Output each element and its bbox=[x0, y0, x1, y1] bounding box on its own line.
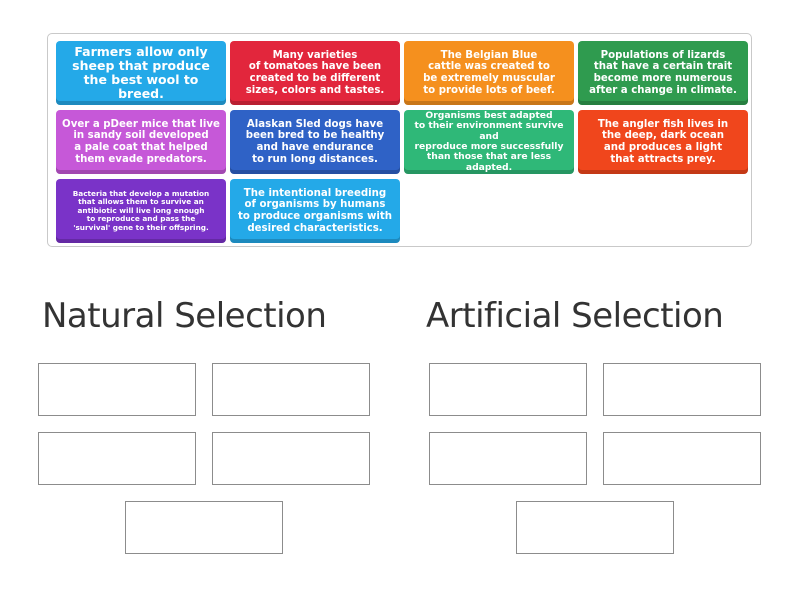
card-text: The angler fish lives in the deep, dark … bbox=[597, 118, 729, 165]
card-sled-dogs[interactable]: Alaskan Sled dogs have been bred to be h… bbox=[230, 110, 400, 174]
artificial-drop-slot[interactable] bbox=[429, 363, 587, 416]
natural-drop-slot[interactable] bbox=[38, 432, 196, 485]
artificial-drop-slot[interactable] bbox=[603, 363, 761, 416]
card-bank: Farmers allow only sheep that produce th… bbox=[47, 33, 752, 247]
card-angler-fish[interactable]: The angler fish lives in the deep, dark … bbox=[578, 110, 748, 174]
card-bacteria-mutation[interactable]: Bacteria that develop a mutation that al… bbox=[56, 179, 226, 243]
natural-drop-slot[interactable] bbox=[212, 432, 370, 485]
card-text: The Belgian Blue cattle was created to b… bbox=[423, 49, 555, 96]
card-text: Farmers allow only sheep that produce th… bbox=[72, 44, 210, 101]
card-text: Organisms best adapted to their environm… bbox=[414, 110, 564, 173]
artificial-drop-slot[interactable] bbox=[516, 501, 674, 554]
card-text: Populations of lizards that have a certa… bbox=[589, 49, 737, 96]
card-lizard-populations[interactable]: Populations of lizards that have a certa… bbox=[578, 41, 748, 105]
card-natural-selection-definition[interactable]: Organisms best adapted to their environm… bbox=[404, 110, 574, 174]
card-text: Many varieties of tomatoes have been cre… bbox=[245, 49, 385, 96]
natural-selection-title: Natural Selection bbox=[42, 296, 327, 336]
card-text: Alaskan Sled dogs have been bred to be h… bbox=[245, 118, 385, 165]
card-text: Bacteria that develop a mutation that al… bbox=[72, 189, 210, 232]
artificial-drop-slot[interactable] bbox=[429, 432, 587, 485]
natural-drop-slot[interactable] bbox=[212, 363, 370, 416]
card-belgian-blue-cattle[interactable]: The Belgian Blue cattle was created to b… bbox=[404, 41, 574, 105]
artificial-selection-title: Artificial Selection bbox=[426, 296, 724, 336]
card-text: Over a pDeer mice that live in sandy soi… bbox=[62, 118, 220, 165]
natural-drop-slot[interactable] bbox=[38, 363, 196, 416]
card-text: The intentional breeding of organisms by… bbox=[237, 187, 393, 234]
card-artificial-selection-definition[interactable]: The intentional breeding of organisms by… bbox=[230, 179, 400, 243]
card-sheep-wool[interactable]: Farmers allow only sheep that produce th… bbox=[56, 41, 226, 105]
natural-drop-slot[interactable] bbox=[125, 501, 283, 554]
card-tomato-varieties[interactable]: Many varieties of tomatoes have been cre… bbox=[230, 41, 400, 105]
artificial-drop-slot[interactable] bbox=[603, 432, 761, 485]
card-deer-mice[interactable]: Over a pDeer mice that live in sandy soi… bbox=[56, 110, 226, 174]
